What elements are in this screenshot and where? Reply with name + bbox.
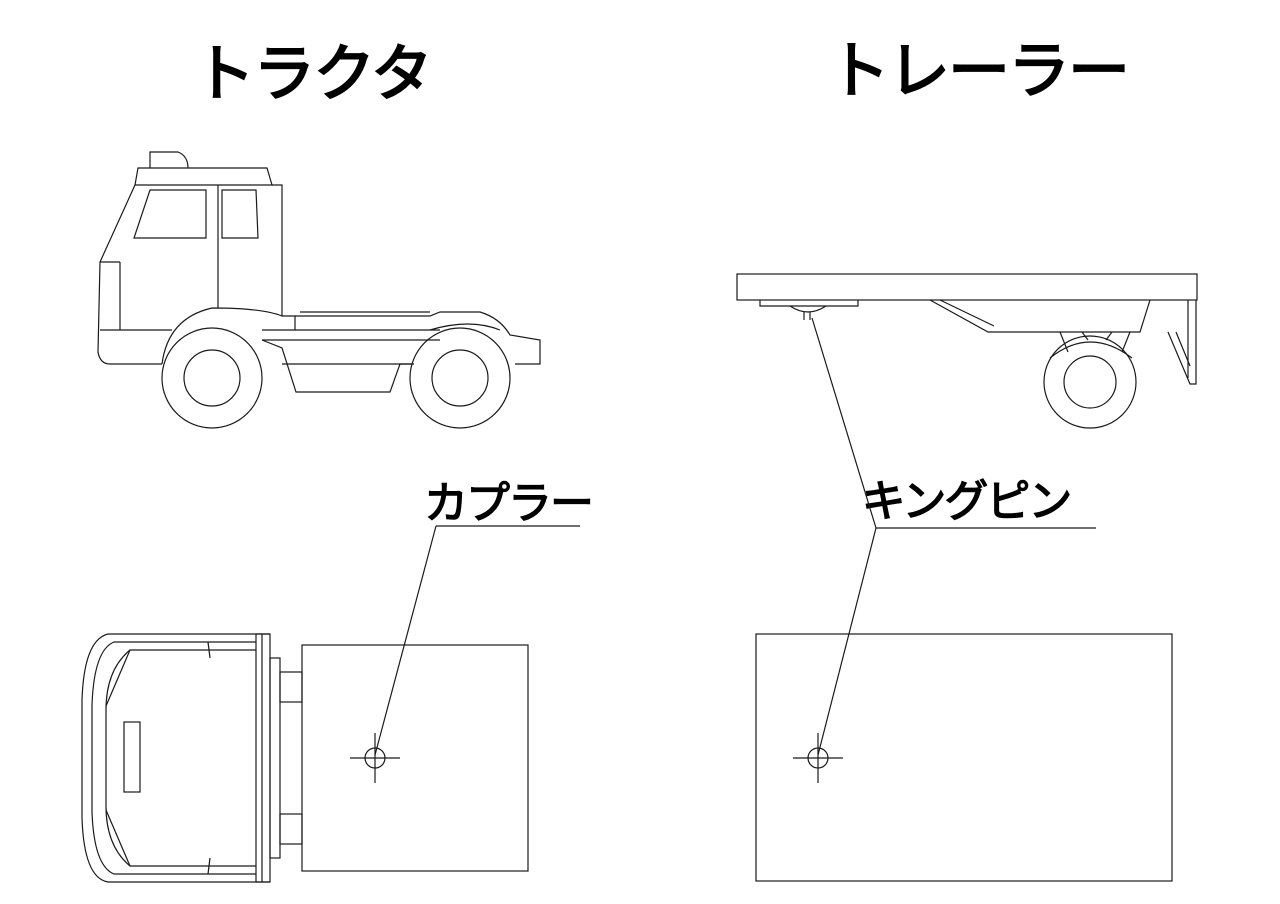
kingpin-leader-line-upper [811, 317, 877, 529]
kingpin-label: キングピン [862, 476, 1071, 527]
tractor-title: トラクタ [193, 37, 431, 110]
coupler-leader-line [374, 525, 437, 756]
tractor-side-view [97, 151, 541, 429]
kingpin-leader-line-lower [817, 527, 877, 756]
coupler-label: カプラー [424, 478, 592, 529]
trailer-top-view [755, 633, 1173, 882]
tractor-top-view [81, 633, 529, 883]
trailer-side-view [736, 273, 1198, 429]
trailer-title: トレーラー [828, 34, 1128, 107]
